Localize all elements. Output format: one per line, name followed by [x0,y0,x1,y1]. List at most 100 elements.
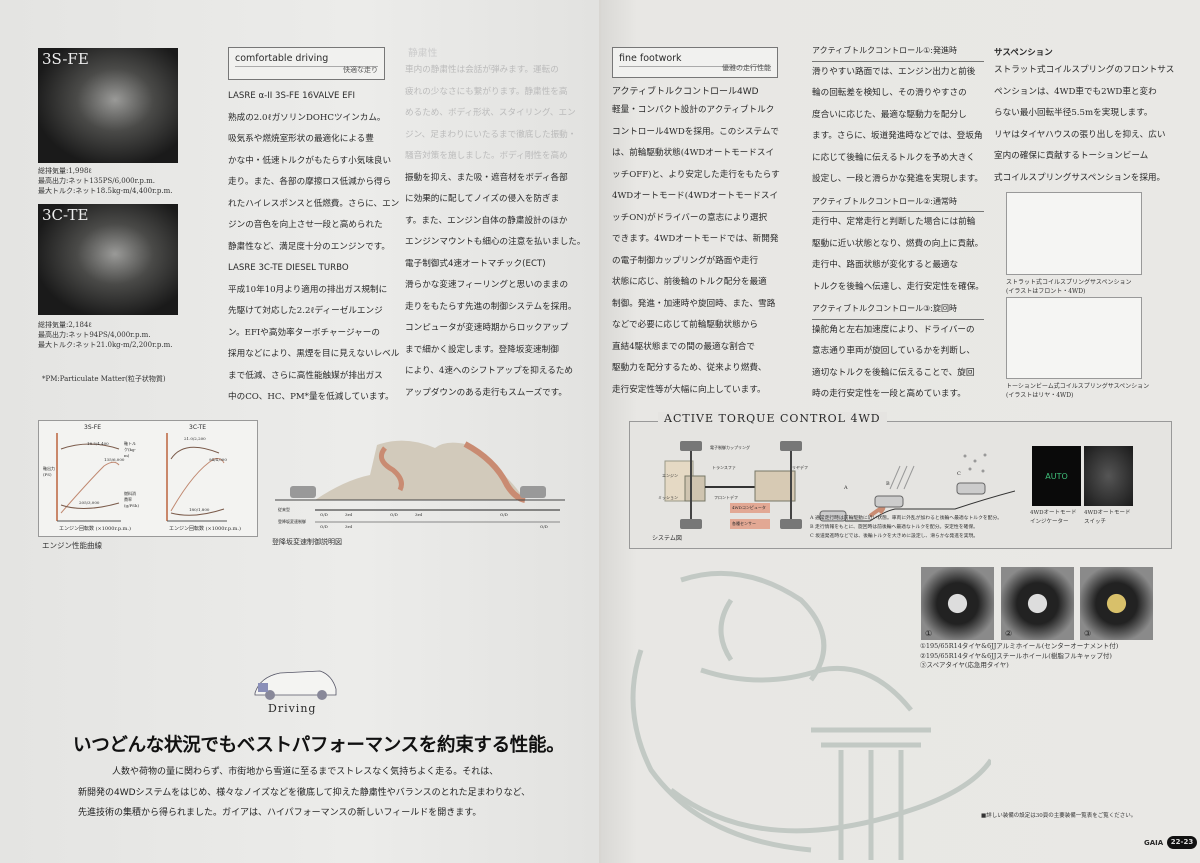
text-line: 適切なトルクを後輪に伝えることで、旋回 [812,367,975,378]
text-line: 駆動力を配分するため、従来より燃費、 [612,363,767,373]
text-line: 操舵角と左右加速度により、ドライバーの [812,324,975,335]
fuel-curve [170,508,225,516]
text-line: 室内の確保に貢献するトーションビーム [994,151,1149,161]
caption-line: インジケーター [1030,519,1069,525]
engine-photo-3s-fe: 3S-FE [38,48,178,163]
part-label: 電子制御カップリング [710,445,750,450]
x-axis-label: エンジン回転数 (×1000r.p.m.) [59,526,131,532]
car-icon [520,486,546,498]
spec: 総排気量:2,184ℓ [38,321,92,329]
column-heading: 静粛性 [408,48,438,59]
text-line: トルクを後輪へ伝達し、走行安定性を確保。 [812,281,984,292]
section-subtitle: 優雅の走行性能 [722,64,771,72]
scene-label: C [957,471,961,477]
spec: 最大トルク:ネット21.0kg-m/2,200r.p.m. [38,341,173,349]
caption-line: 4WDオートモード [1030,510,1077,516]
text-line: エンジンマウントも細心の注意を払いました。 [405,237,586,247]
text-line: 振動を抑え、また吸・遮音材をボディ各部 [405,172,568,183]
text-line: 制御。発進・加速時や旋回時、また、雪路 [612,298,776,309]
text-line: 軽量・コンパクト設計のアクティブトルク [612,105,775,115]
tire-captions: ①195/65R14タイヤ&6JJアルミホイール(センターオーナメント付)②19… [920,642,1118,671]
row-label: 従来型 [278,507,290,512]
text-line: LASRE α-II 3S-FE 16VALVE EFI [228,91,356,101]
data-label: 180/1,800 [189,507,210,512]
tire-number: ① [925,629,933,638]
text-line: ストラット式コイルスプリングのフロントサス [994,65,1175,75]
tire-number: ② [1005,629,1013,638]
subsection-heading: アクティブトルクコントロール②:通常時 [812,191,984,212]
text-column: ストラット式コイルスプリングのフロントサスペンションは、4WD車でも2WD車と変… [994,60,1174,189]
data-label: 21.0/2,200 [184,436,206,441]
text-line: 4WDオートモード(4WDオートモードスイ [612,191,779,201]
text-line: 式コイルスプリングサスペンションを採用。 [994,172,1166,183]
text-line: 輪の回転差を検知し、その滑りやすさの [812,88,967,98]
text-column: アクティブトルクコントロール①:発進時滑りやすい路面では、エンジン出力と前後輪の… [812,40,984,406]
text-line: の電子制御カップリングが路面や走行 [612,255,759,266]
hill-shift-diagram [275,440,565,523]
text-line: 設定し、一段と滑らかな発進を実現します。 [812,174,984,184]
data-label: 205/3,000 [79,500,100,505]
pm-note: *PM:Particulate Matter(粒子状物質) [42,375,166,383]
4wd-switch-photo [1084,446,1133,506]
text-column: 軽量・コンパクト設計のアクティブトルクコントロール4WDを採用。このシステムでは… [612,100,780,401]
page-number: 22-23 [1167,836,1197,849]
text-line: 駆動に近い状態となり、燃費の向上に貢献。 [812,238,984,249]
part-label: トランスファ [712,465,736,470]
text-line: 疲れの少なさにも繋がります。静粛性を高 [405,86,568,97]
headline: いつどんな状況でもベストパフォーマンスを約束する性能。 [73,735,565,756]
text-line: などで必要に応じて前輪駆動状態から [612,320,758,330]
text-line: 走りをもたらす先進の制御システムを採用。 [405,301,577,312]
text-line: できます。4WDオートモードでは、新開発 [612,234,779,244]
tire-number: ③ [1084,629,1092,638]
subsection-heading: アクティブトルクコントロール③:旋回時 [812,298,984,320]
gear-label: O/D [320,512,328,517]
note-line: B 走行情報をもとに、旋回時は前後輪へ最適なトルクを配分。安定性を確保。 [810,525,978,530]
auto-indicator: AUTO [1032,446,1081,506]
atc-panel: ACTIVE TORQUE CONTROL 4WD 電子制御カップリング エンジ… [629,412,1172,549]
gear-label: O/D [540,524,548,529]
y-axis-label: 軸トルク(kg-m) [124,441,136,458]
diagram-caption: 登降坂変速制御説明図 [272,538,342,546]
part-label: エンジン [662,473,678,478]
intro-body: 人数や荷物の量に関わらず、市街地から雪道に至るまでストレスなく気持ちよく走る。そ… [78,762,530,824]
text-line: まで細かく設定します。登降坂変速制御 [405,344,559,355]
engine-photo-3c-te: 3C-TE [38,204,178,315]
body-line: 人数や荷物の量に関わらず、市街地から雪道に至るまでストレスなく気持ちよく走る。そ… [112,767,499,777]
row-label: 登降坂変速制御 [278,519,306,524]
spec: 最大トルク:ネット18.5kg-m/4,400r.p.m. [38,187,173,195]
caption-line: (イラストはフロント・4WD) [1006,288,1086,295]
gear-label: 3rd [345,524,353,529]
text-line: リヤはタイヤハウスの張り出しを抑え、広い [994,129,1166,140]
rear-suspension-image [1006,297,1142,379]
fuel-curve [60,502,120,509]
engine-performance-chart: 3S-FE 3C-TE 18.5/4,400 135/6,000 205/3,0… [38,420,258,537]
caption-line: ③スペアタイヤ(応急用タイヤ) [920,661,1009,669]
y-axis-label: 軸出力(PS) [43,466,55,477]
body-line: 新開発の4WDシステムをはじめ、様々なノイズなどを徹底して抑えた静粛性やバランス… [78,787,531,798]
gear-label: O/D [320,524,328,529]
text-line: 意志通り車両が旋回しているかを判断し、 [812,346,976,356]
text-line: 走行安定性等が大幅に向上しています。 [612,384,766,395]
gear-label: 3rd [415,512,423,517]
tire-photo-1: ① [921,567,994,640]
text-line: ペンションは、4WD車でも2WD車と変わ [994,86,1157,97]
chart-title: 3S-FE [84,424,102,431]
driving-label: Driving [268,702,317,715]
body-line: 先進技術の集積から得られました。ガイアは、ハイパフォーマンスの新しいフィールドを… [78,808,482,818]
statue-illustration [630,570,991,860]
text-line: コントロール4WDを採用。このシステムで [612,126,780,137]
text-line: 車内の静粛性は会話が弾みます。運転の [405,65,559,75]
text-line: ジンの音色を向上させ一段と高められた [228,220,383,230]
data-label: 135/6,000 [104,457,125,462]
y-axis-label: 燃料消費率(g/PSh) [124,491,140,508]
engine-label: 3S-FE [42,50,89,68]
text-line: 走行中、定常走行と判断した場合には前輪 [812,217,976,227]
footnote: ■詳しい装備の設定は30頁の主要装備一覧表をご覧ください。 [981,813,1137,819]
section-subtitle: 快適な走り [343,66,378,74]
note-line: C 坂道発進時などでは、後輪トルクを大きめに設定し、滑らかな発進を実現。 [810,534,979,539]
system-diagram [664,441,802,529]
